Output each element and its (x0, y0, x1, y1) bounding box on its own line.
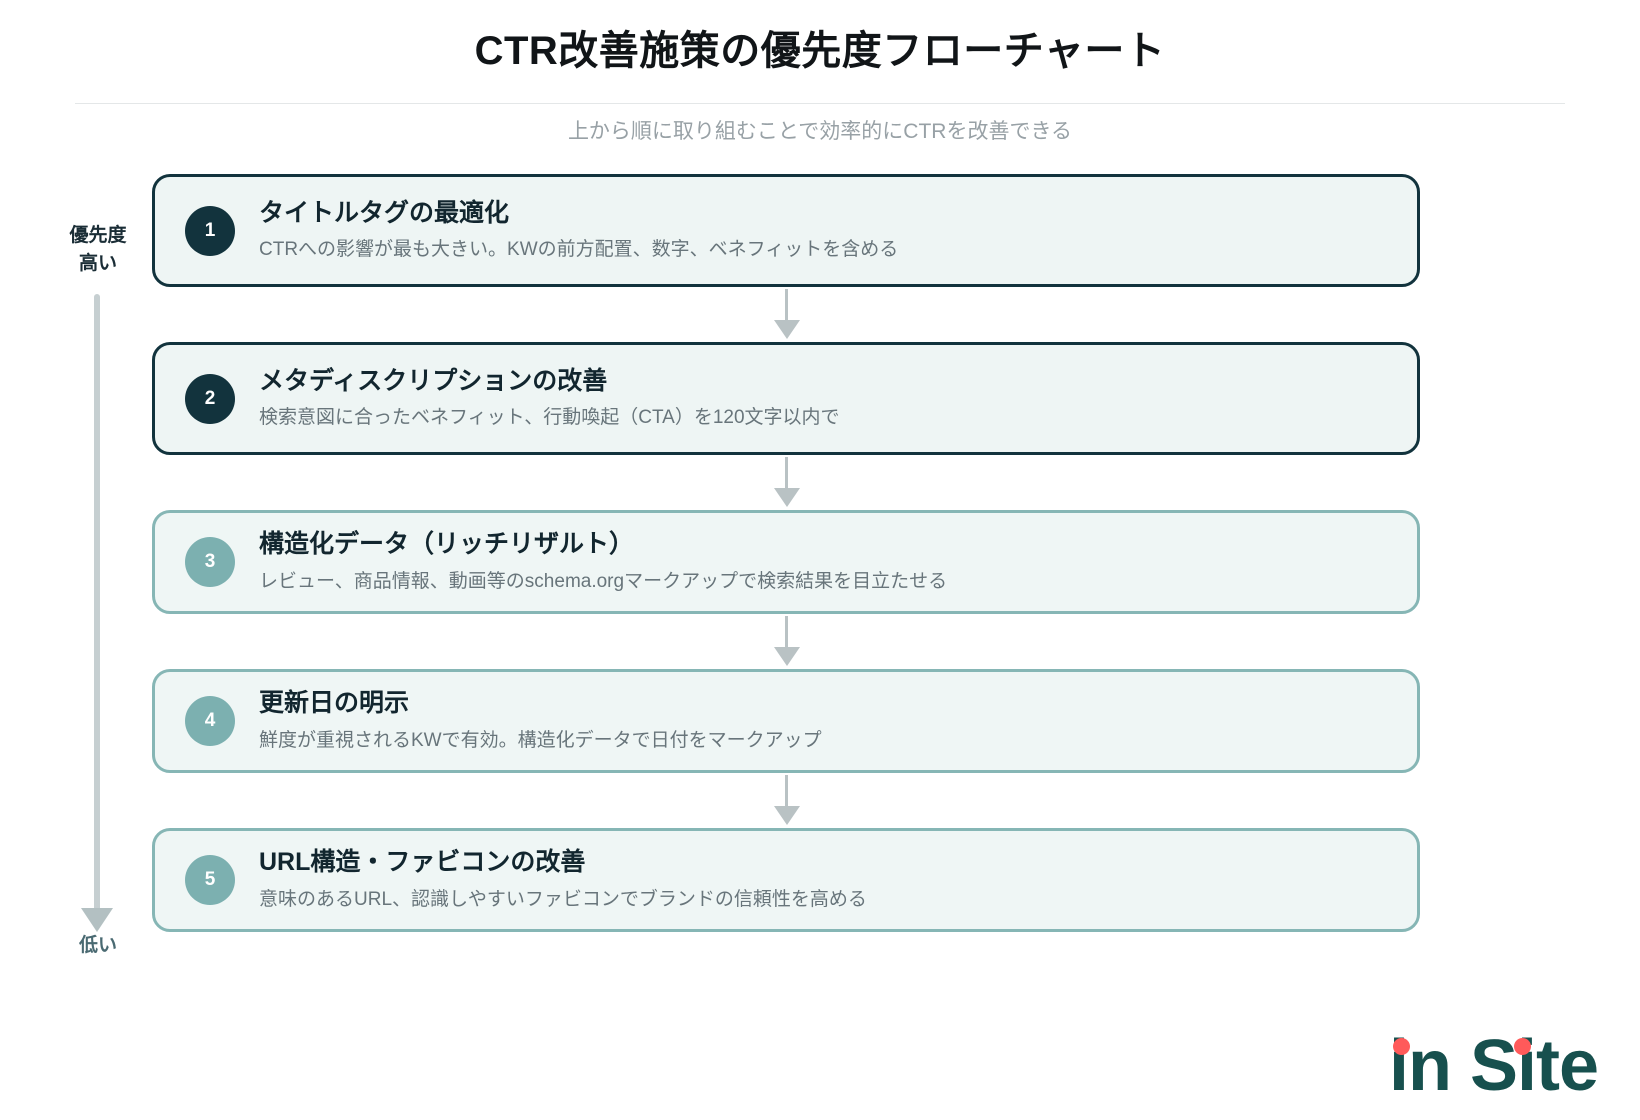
step-title-4: 更新日の明示 (259, 689, 410, 718)
page-title: CTR改善施策の優先度フローチャート (474, 29, 1166, 73)
step-body-5: URL構造・ファビコンの改善 意味のあるURL、認識しやすいファビコンでブランド… (259, 846, 1417, 913)
logo-dot-i2-icon (1513, 1038, 1531, 1055)
connector-line-icon (785, 289, 788, 325)
step-number-badge-1: 1 (185, 205, 235, 256)
connector-4-5 (152, 773, 1420, 828)
step-number-badge-3: 3 (185, 537, 235, 587)
connector-line-icon (785, 616, 788, 652)
connector-line-icon (785, 457, 788, 493)
step-title-1: タイトルタグの最適化 (259, 198, 510, 227)
step-desc-3: レビュー、商品情報、動画等のschema.orgマークアップで検索結果を目立たせ… (259, 570, 948, 592)
axis-line (94, 294, 100, 914)
page-subtitle: 上から順に取り組むことで効率的にCTRを改善できる (567, 120, 1073, 143)
step-title-3: 構造化データ（リッチリザルト） (259, 530, 635, 559)
flow-step-1[interactable]: 1 タイトルタグの最適化 CTRへの影響が最も大きい。KWの前方配置、数字、ベネ… (152, 174, 1420, 287)
step-desc-2: 検索意図に合ったベネフィット、行動喚起（CTA）を120文字以内で (259, 407, 840, 429)
axis-label-low: 低い (78, 935, 117, 956)
flow-step-3[interactable]: 3 構造化データ（リッチリザルト） レビュー、商品情報、動画等のschema.o… (152, 510, 1420, 614)
step-number-badge-4: 4 (185, 696, 235, 746)
step-title-2: メタディスクリプションの改善 (259, 366, 608, 395)
connector-2-3 (152, 455, 1420, 510)
step-desc-1: CTRへの影響が最も大きい。KWの前方配置、数字、ベネフィットを含める (259, 239, 899, 261)
step-body-1: タイトルタグの最適化 CTRへの影響が最も大きい。KWの前方配置、数字、ベネフィ… (259, 197, 1417, 264)
flow-step-4[interactable]: 4 更新日の明示 鮮度が重視されるKWで有効。構造化データで日付をマークアップ (152, 669, 1420, 773)
connector-1-2 (152, 287, 1420, 342)
step-number-badge-2: 2 (185, 373, 235, 424)
step-number-badge-5: 5 (185, 855, 235, 905)
step-body-3: 構造化データ（リッチリザルト） レビュー、商品情報、動画等のschema.org… (259, 528, 1417, 595)
connector-3-4 (152, 614, 1420, 669)
step-desc-5: 意味のあるURL、認識しやすいファビコンでブランドの信頼性を高める (259, 888, 867, 910)
brand-logo-wordmark: in Site (1388, 1026, 1599, 1106)
connector-line-icon (785, 775, 788, 811)
priority-axis: 優先度 高い 低い (48, 222, 148, 962)
axis-label-high: 優先度 高い (48, 222, 148, 277)
step-body-4: 更新日の明示 鮮度が重視されるKWで有効。構造化データで日付をマークアップ (259, 687, 1417, 754)
brand-logo: in Site (1389, 1026, 1599, 1102)
step-body-2: メタディスクリプションの改善 検索意図に合ったベネフィット、行動喚起（CTA）を… (259, 365, 1417, 432)
step-title-5: URL構造・ファビコンの改善 (259, 848, 586, 877)
axis-label-high-line2: 高い (78, 252, 117, 274)
flow-list: 1 タイトルタグの最適化 CTRへの影響が最も大きい。KWの前方配置、数字、ベネ… (152, 174, 1420, 932)
step-desc-4: 鮮度が重視されるKWで有効。構造化データで日付をマークアップ (259, 729, 822, 751)
axis-arrow-down-icon (81, 908, 113, 932)
title-divider (75, 103, 1565, 104)
connector-arrow-down-icon (774, 488, 800, 507)
flow-step-5[interactable]: 5 URL構造・ファビコンの改善 意味のあるURL、認識しやすいファビコンでブラ… (152, 828, 1420, 932)
connector-arrow-down-icon (774, 647, 800, 666)
brand-logo-text: in Site (1389, 1030, 1599, 1102)
flow-step-2[interactable]: 2 メタディスクリプションの改善 検索意図に合ったベネフィット、行動喚起（CTA… (152, 342, 1420, 455)
connector-arrow-down-icon (774, 320, 800, 339)
logo-dot-i-icon (1392, 1038, 1410, 1055)
connector-arrow-down-icon (774, 806, 800, 825)
axis-label-high-line1: 優先度 (69, 225, 127, 246)
